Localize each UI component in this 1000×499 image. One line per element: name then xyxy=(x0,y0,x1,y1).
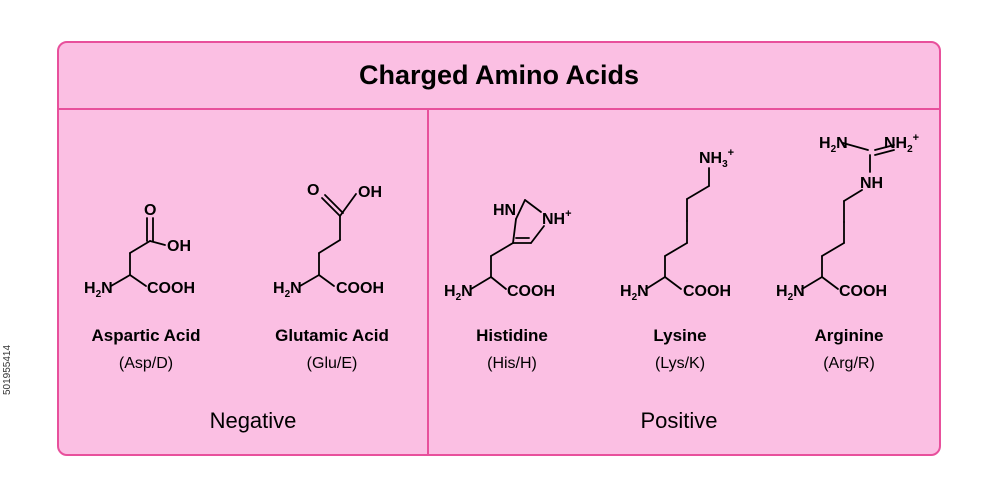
title-bar: Charged Amino Acids xyxy=(59,43,939,110)
svg-text:COOH: COOH xyxy=(839,283,887,300)
aspartic-acid-name: Aspartic Acid xyxy=(91,326,201,345)
svg-text:NH+: NH+ xyxy=(542,208,572,228)
svg-text:NH3+: NH3+ xyxy=(699,147,734,170)
arginine-name: Arginine xyxy=(814,326,884,345)
svg-text:COOH: COOH xyxy=(147,280,195,297)
svg-text:O: O xyxy=(144,202,156,219)
histidine-abbr: (His/H) xyxy=(487,355,537,372)
lysine-name: Lysine xyxy=(653,326,707,345)
svg-text:NH2+: NH2+ xyxy=(884,132,919,155)
svg-text:H2N: H2N xyxy=(444,283,473,303)
diagram-panel: Charged Amino Acids xyxy=(57,41,941,456)
svg-text:HN: HN xyxy=(493,202,516,219)
watermark-id: 501955414 xyxy=(2,344,13,395)
svg-text:O: O xyxy=(307,182,319,199)
aspartic-acid-abbr: (Asp/D) xyxy=(118,355,174,372)
svg-text:H2N: H2N xyxy=(84,280,113,300)
group-divider xyxy=(427,110,429,454)
svg-text:COOH: COOH xyxy=(507,283,555,300)
aspartic-acid-structure xyxy=(110,217,166,287)
svg-text:NH: NH xyxy=(860,175,883,192)
glutamic-acid-abbr: (Glu/E) xyxy=(306,355,358,372)
glutamic-acid-name: Glutamic Acid xyxy=(275,326,389,345)
arginine-abbr: (Arg/R) xyxy=(823,355,875,372)
arginine-structure xyxy=(801,142,895,290)
lysine-structure xyxy=(645,167,710,290)
positive-group-label: Positive xyxy=(640,408,718,433)
svg-text:H2N: H2N xyxy=(776,283,805,303)
svg-text:H2N: H2N xyxy=(819,135,848,155)
svg-text:OH: OH xyxy=(167,238,191,255)
svg-text:H2N: H2N xyxy=(620,283,649,303)
histidine-name: Histidine xyxy=(476,326,548,345)
negative-group-label: Negative xyxy=(209,408,297,433)
svg-text:OH: OH xyxy=(358,184,382,201)
lysine-abbr: (Lys/K) xyxy=(654,355,706,372)
histidine-structure xyxy=(470,199,545,290)
diagram-title: Charged Amino Acids xyxy=(358,60,640,90)
glutamic-acid-structure xyxy=(299,193,357,287)
svg-text:COOH: COOH xyxy=(683,283,731,300)
svg-text:H2N: H2N xyxy=(273,280,302,300)
svg-text:COOH: COOH xyxy=(336,280,384,297)
